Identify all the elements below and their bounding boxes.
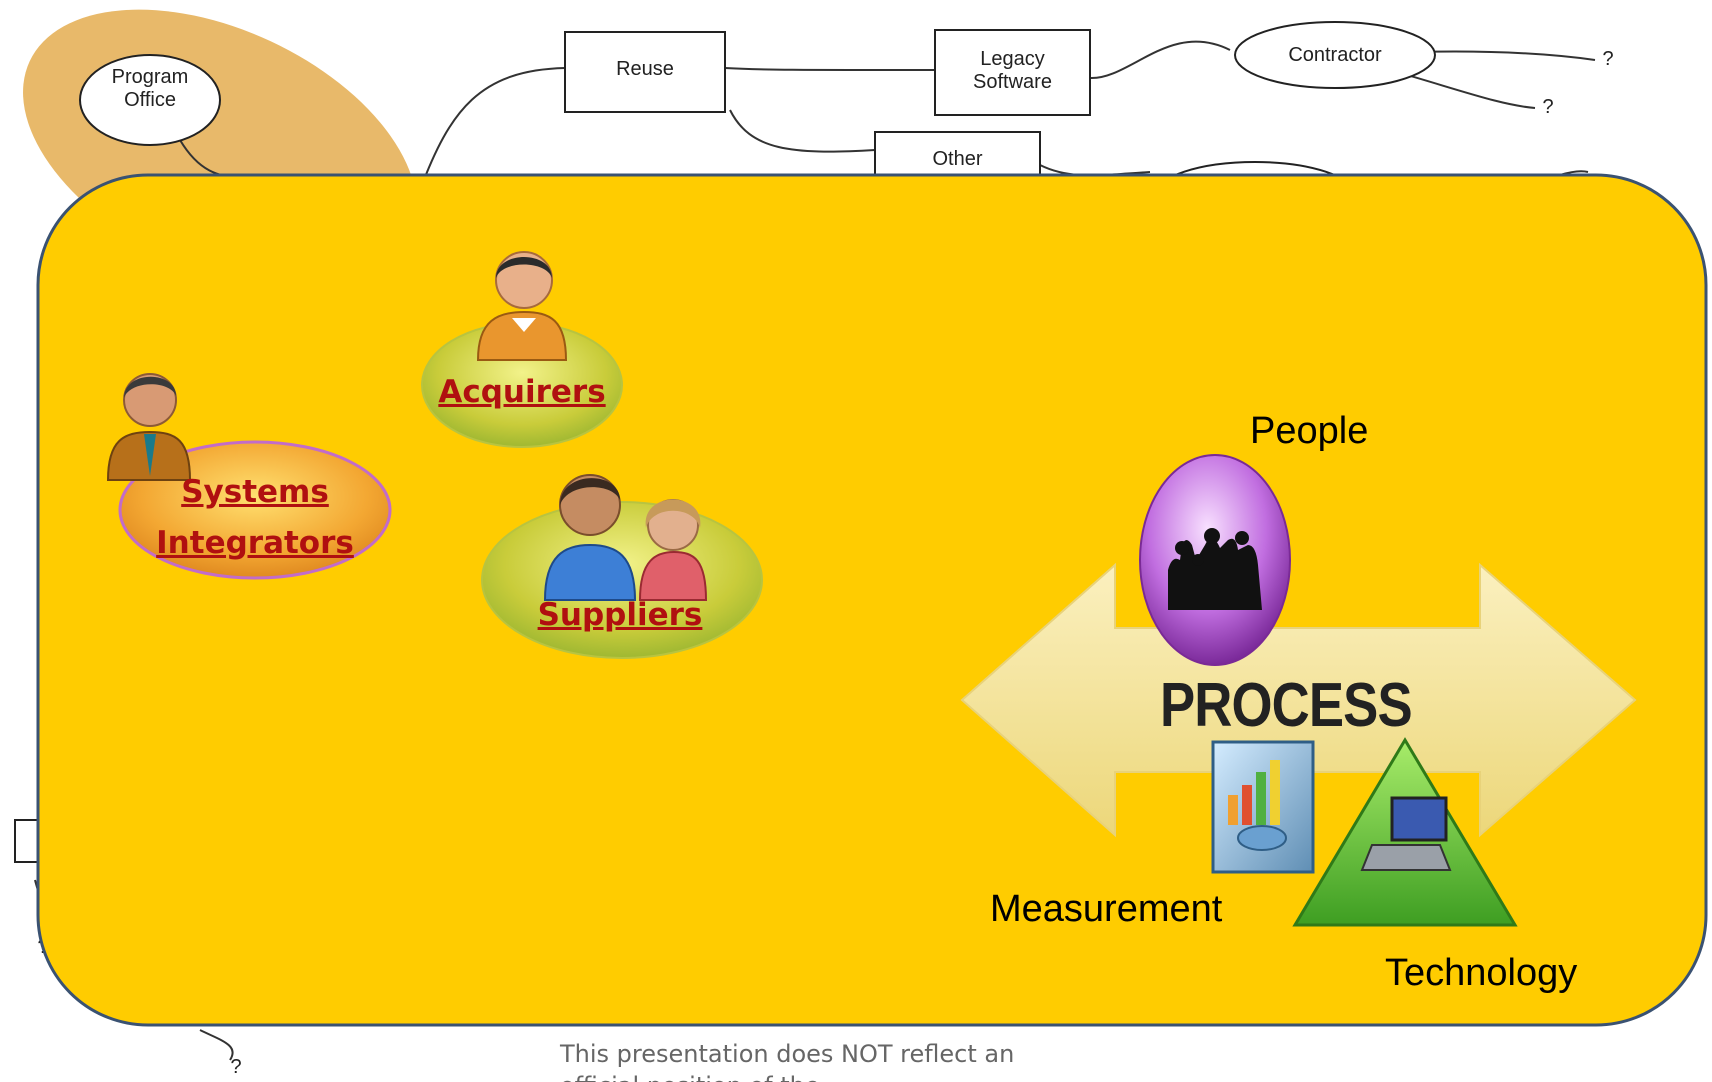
legacy-software-node — [934, 29, 1091, 116]
disclaimer-text: This presentation does NOT reflect an — [560, 1040, 1015, 1068]
suppliers-people-icon — [543, 474, 708, 601]
systems-integrators-link-line1[interactable]: Systems — [181, 474, 329, 510]
acquirer-person-icon — [476, 251, 568, 361]
measurement-label: Measurement — [990, 888, 1223, 930]
disclaimer-text-line2: official position of the — [560, 1072, 1080, 1082]
legacy-software-label: Legacy Software — [973, 48, 1052, 93]
people-label: People — [1250, 410, 1369, 452]
process-label: PROCESS — [1160, 671, 1413, 740]
question-mark: ? — [230, 1056, 242, 1078]
technology-label: Technology — [1385, 952, 1578, 994]
suppliers-link[interactable]: Suppliers — [537, 597, 703, 633]
measurement-chart-icon — [1211, 740, 1315, 874]
reuse-label: Reuse — [616, 58, 674, 80]
program-office-node — [79, 54, 221, 146]
program-office-label: Program Office — [111, 66, 189, 111]
systems-integrator-person-icon — [106, 373, 192, 481]
contractor-node — [1234, 21, 1436, 89]
question-mark: ? — [1602, 48, 1614, 70]
question-mark: ? — [1542, 96, 1554, 118]
acquirers-link[interactable]: Acquirers — [438, 374, 606, 410]
people-silhouette-icon — [1168, 528, 1262, 610]
reuse-node — [564, 31, 726, 113]
technology-triangle-icon — [1292, 737, 1518, 927]
process-arrow — [960, 562, 1637, 838]
contractor-label: Contractor — [1288, 44, 1382, 66]
systems-integrators-link-line2[interactable]: Integrators — [156, 525, 354, 561]
other-label: Other — [932, 148, 983, 170]
